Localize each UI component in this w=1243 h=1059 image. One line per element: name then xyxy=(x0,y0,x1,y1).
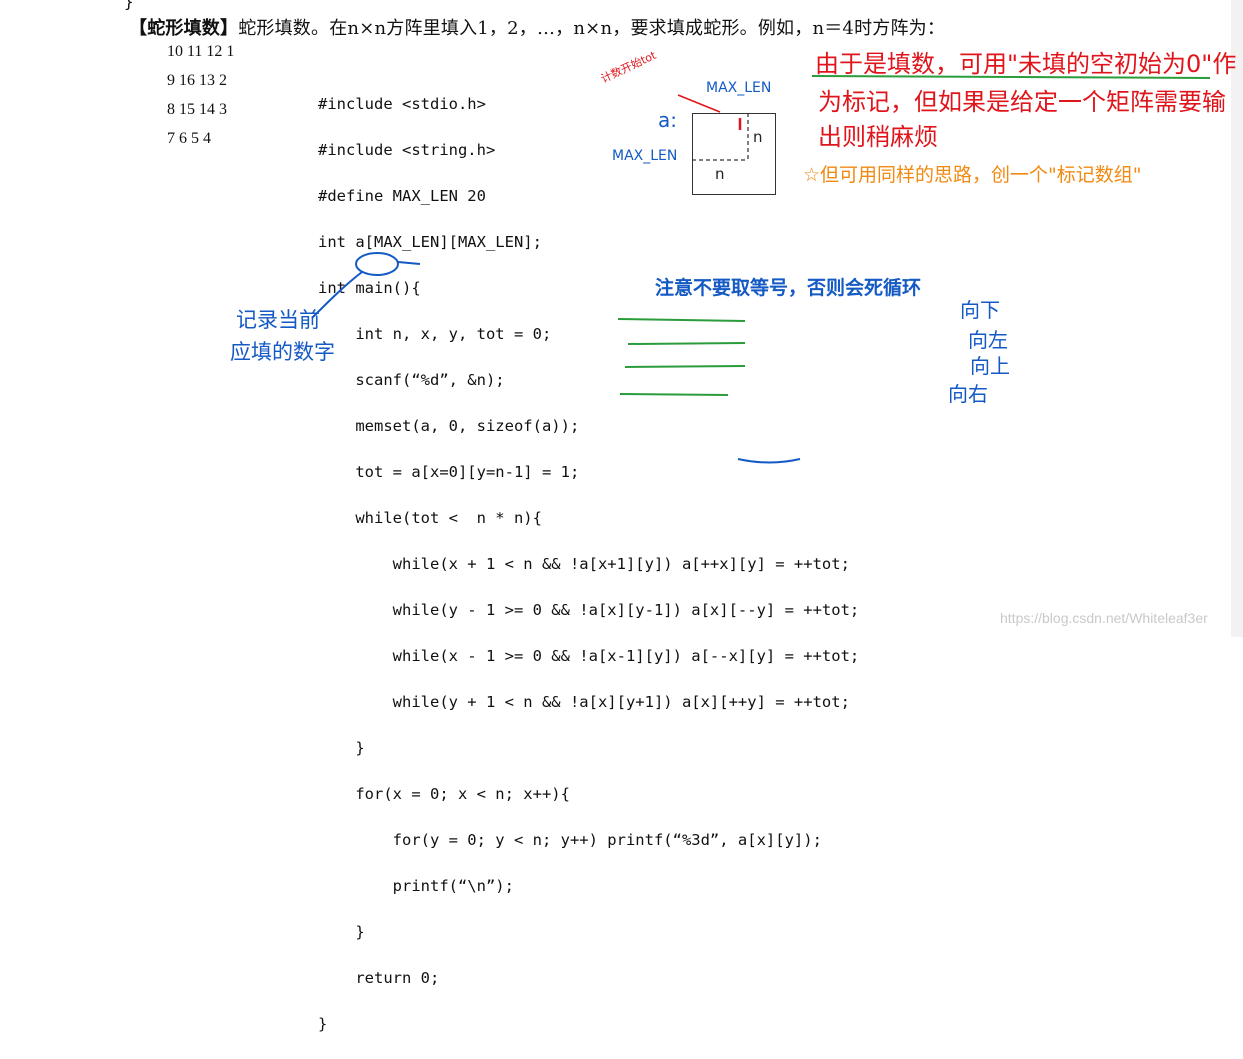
dir-right-note: 向右 xyxy=(948,382,988,406)
matrix-row: 8 15 14 3 xyxy=(167,101,227,118)
code-line: while(y + 1 < n && !a[x][y+1]) a[x][++y]… xyxy=(318,693,850,711)
tot-tail-mark xyxy=(397,261,421,265)
dir-up-note: 向上 xyxy=(970,354,1010,378)
red-note-line2: 为标记，但如果是给定一个矩阵需要输 xyxy=(818,88,1226,116)
matrix-row: 7 6 5 4 xyxy=(167,130,211,147)
note-underline xyxy=(811,75,1211,79)
diagram-n-right: n xyxy=(753,128,763,146)
record-arrow xyxy=(311,271,363,319)
underline-y-minus xyxy=(627,342,746,345)
equal-sign-note: 注意不要取等号，否则会死循环 xyxy=(655,277,922,299)
matrix-diagram-box xyxy=(692,113,776,195)
tot-circle-mark xyxy=(355,252,399,276)
diagram-n-bottom: n xyxy=(715,165,725,183)
code-line: int n, x, y, tot = 0; xyxy=(318,325,552,343)
dir-down-note: 向下 xyxy=(960,298,1000,322)
red-note-line1: 由于是填数，可用"未填的空初始为0"作 xyxy=(815,50,1237,78)
diagram-maxlen-left: MAX_LEN xyxy=(612,148,678,164)
problem-title-bold: 【蛇形填数】 xyxy=(129,18,239,39)
underline-x-plus xyxy=(617,318,746,322)
code-line: return 0; xyxy=(318,969,440,987)
matrix-row: 10 11 12 1 xyxy=(167,43,235,60)
code-line: for(x = 0; x < n; x++){ xyxy=(318,785,570,803)
record-note-line2: 应填的数字 xyxy=(230,340,335,364)
underline-y-plus xyxy=(619,393,729,396)
diagram-maxlen-top: MAX_LEN xyxy=(706,80,772,96)
underline-x-minus xyxy=(624,365,746,368)
dir-left-note: 向左 xyxy=(968,328,1008,352)
code-line: tot = a[x=0][y=n-1] = 1; xyxy=(318,463,580,481)
format-underline xyxy=(737,458,801,464)
problem-title: 【蛇形填数】蛇形填数。在n×n方阵里填入1，2，…，n×n，要求填成蛇形。例如，… xyxy=(129,14,945,40)
code-line: #include <string.h> xyxy=(318,141,496,159)
code-line: while(y - 1 >= 0 && !a[x][y-1]) a[x][--y… xyxy=(318,601,860,619)
red-note-line3: 出则稍麻烦 xyxy=(818,123,938,151)
prev-code-brace: } xyxy=(124,0,134,11)
code-line: while(x + 1 < n && !a[x+1][y]) a[++x][y]… xyxy=(318,555,850,573)
code-line: for(y = 0; y < n; y++) printf(“%3d”, a[x… xyxy=(318,831,822,849)
code-line: int a[MAX_LEN][MAX_LEN]; xyxy=(318,233,542,251)
code-line: #define MAX_LEN 20 xyxy=(318,187,486,205)
code-line: } xyxy=(318,923,365,941)
annotation-strokes xyxy=(311,75,1211,464)
code-line: } xyxy=(318,1015,328,1033)
code-line: scanf(“%d”, &n); xyxy=(318,371,505,389)
code-line: #include <stdio.h> xyxy=(318,95,486,113)
record-note-line1: 记录当前 xyxy=(236,308,320,332)
diagram-start-arrow xyxy=(677,94,721,113)
problem-title-text: 蛇形填数。在n×n方阵里填入1，2，…，n×n，要求填成蛇形。例如，n＝4时方阵… xyxy=(238,18,946,39)
code-line: memset(a, 0, sizeof(a)); xyxy=(318,417,580,435)
matrix-row: 9 16 13 2 xyxy=(167,72,227,89)
right-scroll-gutter xyxy=(1231,0,1243,637)
diagram-a-label: a: xyxy=(658,108,677,132)
code-line: printf(“\n”); xyxy=(318,877,514,895)
orange-note: ☆但可用同样的思路，创一个"标记数组" xyxy=(803,164,1142,186)
code-line: while(tot < n * n){ xyxy=(318,509,542,527)
code-line: } xyxy=(318,739,365,757)
code-line: while(x - 1 >= 0 && !a[x-1][y]) a[--x][y… xyxy=(318,647,860,665)
watermark: https://blog.csdn.net/Whiteleaf3er xyxy=(1000,610,1208,626)
